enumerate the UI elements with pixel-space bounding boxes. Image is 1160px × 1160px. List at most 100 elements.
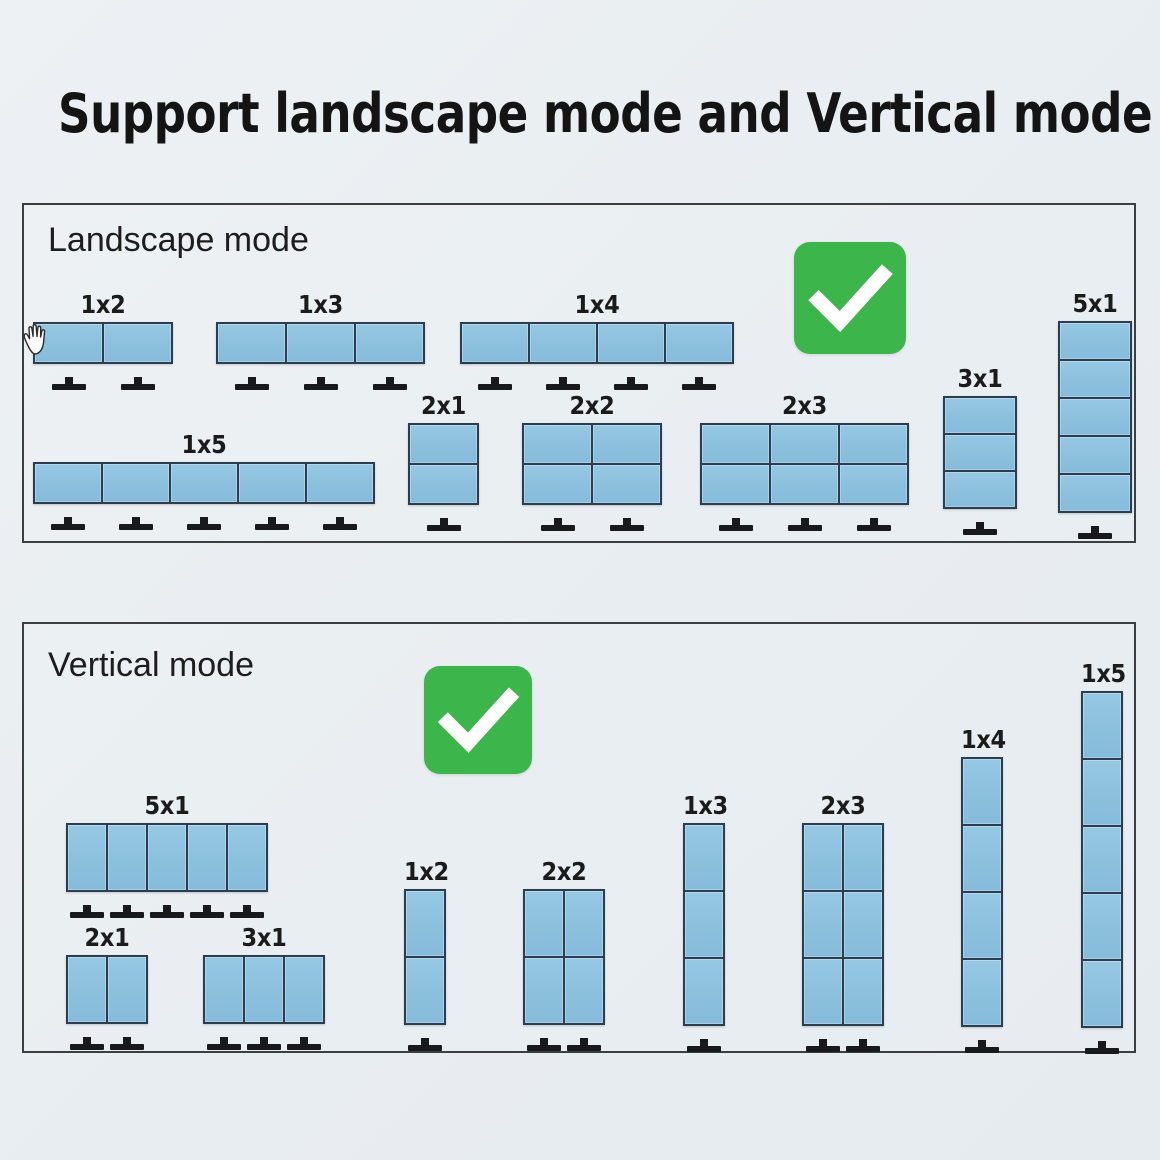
monitor-screen[interactable] <box>844 825 882 890</box>
monitor-screen[interactable] <box>1083 961 1121 1026</box>
monitor-screen[interactable] <box>68 825 106 890</box>
monitor-screen[interactable] <box>685 959 723 1024</box>
monitor-grid[interactable] <box>1081 691 1123 1028</box>
monitor-screen[interactable] <box>771 425 838 463</box>
monitor-screen[interactable] <box>565 891 603 956</box>
monitor-grid[interactable] <box>216 322 425 364</box>
monitor-layout-landscape-2x1[interactable]: 2x1 <box>408 391 479 531</box>
monitor-layout-landscape-1x3[interactable]: 1x3 <box>216 290 425 390</box>
monitor-screen[interactable] <box>840 425 907 463</box>
monitor-grid[interactable] <box>1058 321 1132 513</box>
monitor-grid[interactable] <box>961 757 1003 1027</box>
monitor-layout-vertical-2x3[interactable]: 2x3 <box>802 791 884 1052</box>
monitor-layout-landscape-2x2[interactable]: 2x2 <box>522 391 662 531</box>
monitor-layout-landscape-5x1[interactable]: 5x1 <box>1058 289 1132 539</box>
monitor-screen[interactable] <box>963 759 1001 824</box>
monitor-screen[interactable] <box>525 958 563 1023</box>
monitor-screen[interactable] <box>148 825 186 890</box>
monitor-layout-vertical-2x1[interactable]: 2x1 <box>66 923 148 1050</box>
monitor-screen[interactable] <box>771 465 838 503</box>
monitor-grid[interactable] <box>522 423 662 505</box>
monitor-screen[interactable] <box>103 464 169 502</box>
monitor-layout-landscape-1x5[interactable]: 1x5 <box>33 430 375 530</box>
monitor-screen[interactable] <box>804 892 842 957</box>
monitor-screen[interactable] <box>35 464 101 502</box>
monitor-screen[interactable] <box>1083 827 1121 892</box>
monitor-layout-vertical-1x2[interactable]: 1x2 <box>404 857 449 1051</box>
monitor-grid[interactable] <box>523 889 605 1025</box>
monitor-layout-vertical-5x1[interactable]: 5x1 <box>66 791 268 918</box>
monitor-grid[interactable] <box>66 823 268 892</box>
monitor-screen[interactable] <box>1060 475 1130 511</box>
monitor-layout-landscape-3x1[interactable]: 3x1 <box>943 364 1017 535</box>
monitor-screen[interactable] <box>218 324 285 362</box>
monitor-grid[interactable] <box>700 423 909 505</box>
monitor-screen[interactable] <box>356 324 423 362</box>
monitor-screen[interactable] <box>307 464 373 502</box>
monitor-screen[interactable] <box>1060 361 1130 397</box>
monitor-screen[interactable] <box>410 425 477 463</box>
monitor-layout-vertical-3x1[interactable]: 3x1 <box>203 923 325 1050</box>
monitor-screen[interactable] <box>565 958 603 1023</box>
monitor-screen[interactable] <box>188 825 226 890</box>
monitor-screen[interactable] <box>108 957 146 1022</box>
monitor-screen[interactable] <box>462 324 528 362</box>
monitor-screen[interactable] <box>1083 760 1121 825</box>
monitor-screen[interactable] <box>68 957 106 1022</box>
monitor-screen[interactable] <box>35 324 102 362</box>
monitor-grid[interactable] <box>683 823 725 1026</box>
monitor-screen[interactable] <box>666 324 732 362</box>
monitor-screen[interactable] <box>287 324 354 362</box>
monitor-screen[interactable] <box>598 324 664 362</box>
monitor-screen[interactable] <box>410 465 477 503</box>
monitor-screen[interactable] <box>1060 437 1130 473</box>
monitor-screen[interactable] <box>239 464 305 502</box>
monitor-grid[interactable] <box>408 423 479 505</box>
monitor-screen[interactable] <box>963 960 1001 1025</box>
monitor-screen[interactable] <box>524 425 591 463</box>
monitor-screen[interactable] <box>525 891 563 956</box>
monitor-screen[interactable] <box>945 472 1015 507</box>
monitor-screen[interactable] <box>1060 399 1130 435</box>
monitor-screen[interactable] <box>804 825 842 890</box>
monitor-screen[interactable] <box>524 465 591 503</box>
monitor-grid[interactable] <box>33 322 173 364</box>
monitor-screen[interactable] <box>840 465 907 503</box>
monitor-screen[interactable] <box>685 825 723 890</box>
monitor-screen[interactable] <box>844 892 882 957</box>
monitor-layout-vertical-1x4[interactable]: 1x4 <box>961 725 1006 1053</box>
monitor-screen[interactable] <box>963 826 1001 891</box>
monitor-layout-vertical-1x3[interactable]: 1x3 <box>683 791 728 1052</box>
monitor-screen[interactable] <box>104 324 171 362</box>
monitor-screen[interactable] <box>205 957 243 1022</box>
monitor-layout-vertical-1x5[interactable]: 1x5 <box>1081 659 1126 1054</box>
monitor-screen[interactable] <box>245 957 283 1022</box>
monitor-screen[interactable] <box>702 465 769 503</box>
monitor-screen[interactable] <box>530 324 596 362</box>
monitor-screen[interactable] <box>702 425 769 463</box>
monitor-layout-vertical-2x2[interactable]: 2x2 <box>523 857 605 1051</box>
monitor-grid[interactable] <box>943 396 1017 509</box>
monitor-screen[interactable] <box>685 892 723 957</box>
monitor-screen[interactable] <box>945 435 1015 470</box>
monitor-grid[interactable] <box>203 955 325 1024</box>
monitor-screen[interactable] <box>593 425 660 463</box>
monitor-screen[interactable] <box>1083 894 1121 959</box>
monitor-screen[interactable] <box>406 958 444 1023</box>
monitor-grid[interactable] <box>460 322 734 364</box>
monitor-screen[interactable] <box>593 465 660 503</box>
monitor-screen[interactable] <box>963 893 1001 958</box>
monitor-grid[interactable] <box>802 823 884 1026</box>
monitor-grid[interactable] <box>66 955 148 1024</box>
monitor-screen[interactable] <box>1060 323 1130 359</box>
monitor-screen[interactable] <box>1083 693 1121 758</box>
monitor-screen[interactable] <box>228 825 266 890</box>
monitor-layout-landscape-1x4[interactable]: 1x4 <box>460 290 734 390</box>
monitor-screen[interactable] <box>406 891 444 956</box>
monitor-screen[interactable] <box>285 957 323 1022</box>
monitor-screen[interactable] <box>804 959 842 1024</box>
monitor-screen[interactable] <box>945 398 1015 433</box>
monitor-layout-landscape-2x3[interactable]: 2x3 <box>700 391 909 531</box>
monitor-grid[interactable] <box>404 889 446 1025</box>
monitor-layout-landscape-1x2[interactable]: 1x2 <box>33 290 173 390</box>
